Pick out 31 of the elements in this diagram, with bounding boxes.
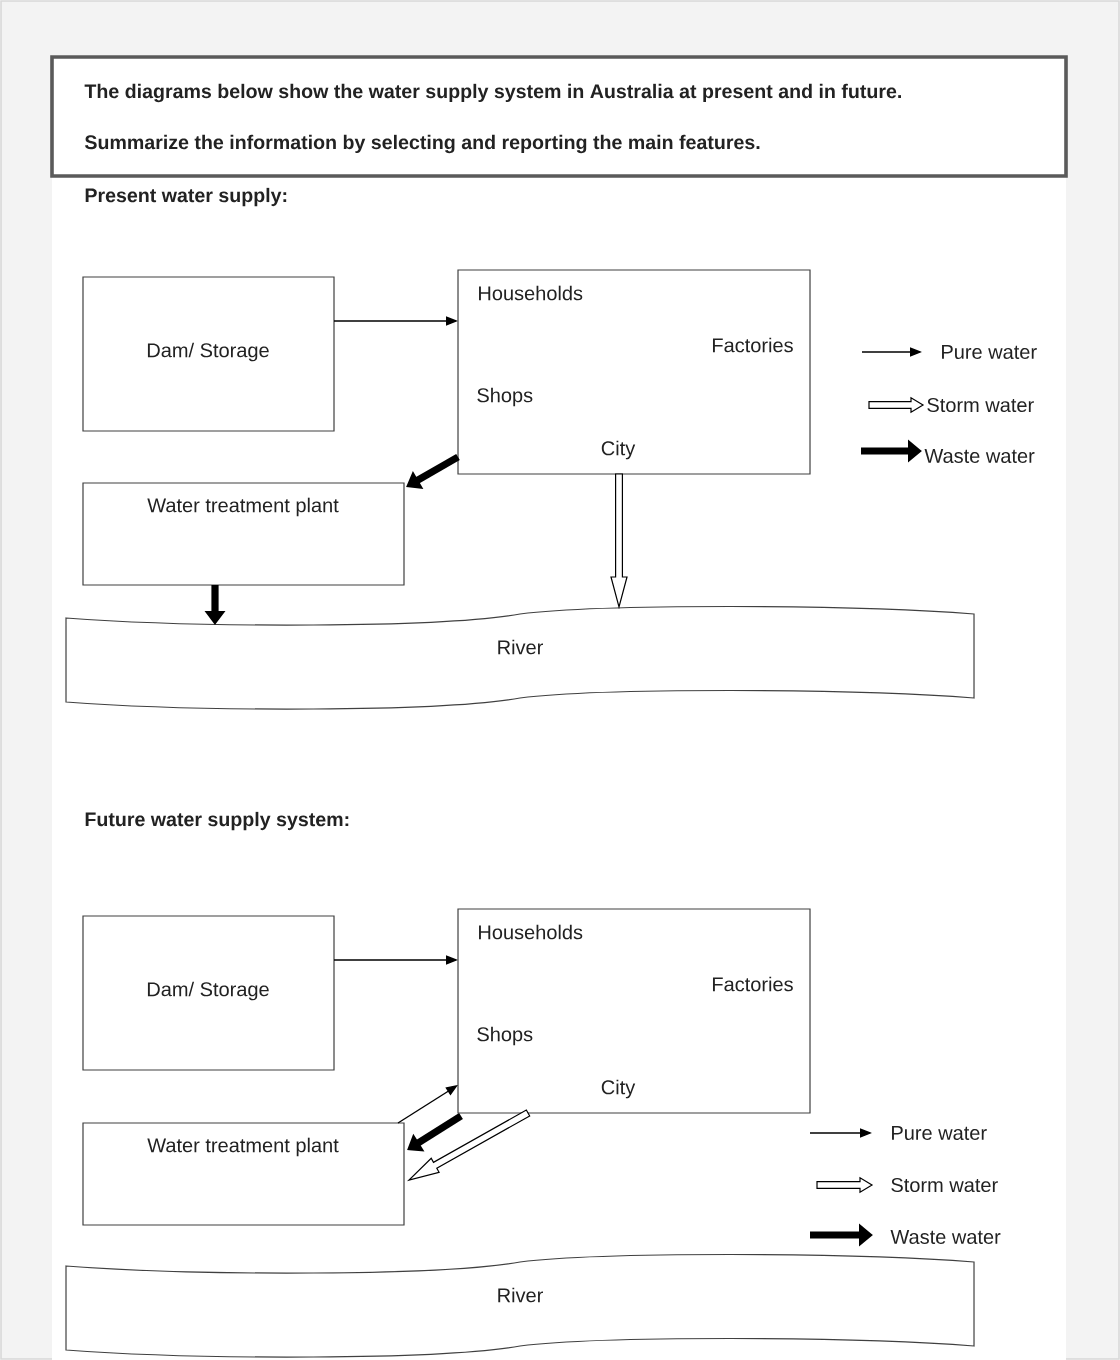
flow-arrow (406, 1109, 531, 1182)
legend-label: Storm water (891, 1177, 998, 1193)
city-box (457, 908, 811, 1114)
river-band: River (65, 1253, 975, 1358)
place-label: Households (479, 285, 583, 301)
instruction-text: Summarize the information by selecting and reporting the main features. (84, 134, 760, 154)
section-heading: Future water supply system: (85, 811, 349, 831)
storage-box: Dam/ Storage (82, 915, 335, 1071)
flow-arrow (406, 453, 460, 490)
legend-label: Waste water (890, 1230, 1001, 1244)
legend-label: Storm water (927, 397, 1034, 413)
place-label: City (601, 440, 636, 460)
place-label: City (601, 1079, 636, 1099)
legend-label: Pure water (892, 1126, 987, 1140)
flow-arrow (610, 473, 628, 610)
legend-label: Waste water (924, 449, 1035, 463)
flow-arrow (407, 1112, 463, 1152)
instruction-text: The diagrams below show the water supply system in Australia at present and in future. (84, 83, 901, 103)
river-band: River (65, 605, 975, 710)
city-box (457, 269, 811, 475)
treatment-plant-box: Water treatment plant (82, 482, 405, 586)
place-label: Factories (713, 976, 793, 992)
legend-label: Pure water (942, 345, 1037, 359)
flow-arrow (397, 1085, 458, 1124)
place-label: Households (479, 924, 583, 940)
treatment-plant-box: Water treatment plant (82, 1122, 405, 1226)
storage-box: Dam/ Storage (82, 276, 335, 432)
place-label: Shops (477, 387, 533, 407)
instruction-box (50, 55, 1068, 178)
place-label: Factories (713, 337, 793, 353)
place-label: Shops (477, 1026, 533, 1046)
